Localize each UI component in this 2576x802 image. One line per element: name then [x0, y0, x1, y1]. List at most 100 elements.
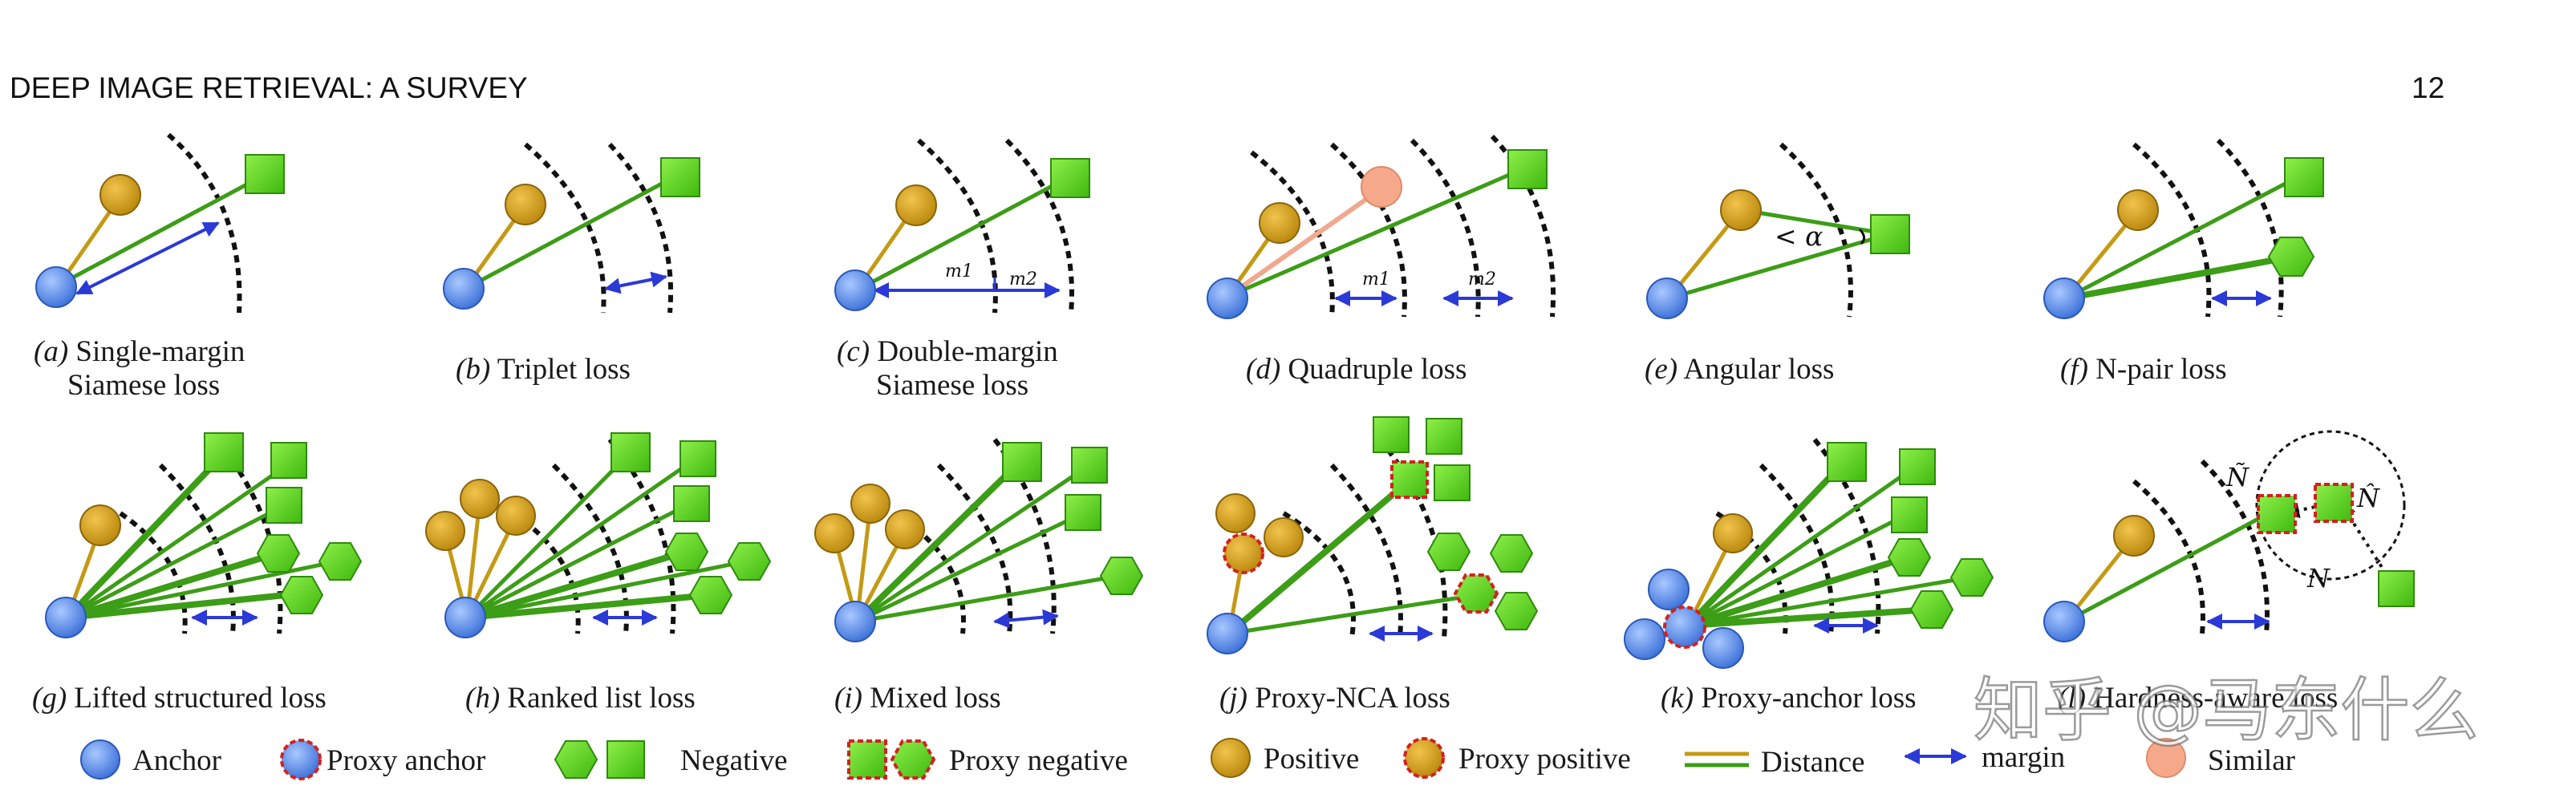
positive-node: [885, 509, 925, 549]
positive-node: [1713, 513, 1753, 553]
positive-node: [496, 496, 536, 536]
label-m1: m1: [945, 261, 973, 282]
panel-a-caption-2: Siamese loss: [67, 369, 220, 402]
anchor-node: [1624, 618, 1665, 660]
panel-e-letter: e: [1654, 353, 1667, 386]
svg-text:(d) Quadruple loss: (d) Quadruple loss: [1246, 353, 1466, 386]
negative-node: [611, 432, 651, 472]
negative-node: [1507, 149, 1548, 189]
anchor-node: [443, 268, 485, 310]
panel-l-caption: Hardness-aware loss: [2093, 682, 2338, 715]
positive-node: [1215, 493, 1256, 533]
panel-l-letter: l: [2067, 682, 2075, 715]
legend-negative-hex-swatch: [554, 740, 598, 779]
negative-node: [1065, 494, 1101, 531]
negative-node: [1373, 416, 1410, 453]
panel-d-caption: Quadruple loss: [1288, 353, 1466, 386]
label-n-hat: N̂: [2356, 483, 2380, 513]
positive-node: [1264, 517, 1304, 557]
negative-node: [1426, 418, 1462, 455]
panel-j: (j) Proxy-NCA loss: [1207, 416, 1539, 715]
positive-node: [79, 504, 121, 546]
negative-hex-node: [2267, 237, 2315, 277]
anchor-node: [834, 601, 876, 642]
positive-node: [425, 511, 465, 551]
angle-label: < α: [1775, 221, 1823, 252]
label-m2: m2: [1009, 269, 1037, 290]
negative-hex-node: [1887, 538, 1932, 577]
negative-hex-node: [1494, 592, 1539, 630]
negative-node: [204, 432, 244, 472]
similar-node: [1361, 166, 1402, 208]
augmented-negative-node: [2314, 483, 2354, 523]
legend-distance-label: Distance: [1761, 746, 1864, 779]
positive-node: [505, 184, 546, 225]
legend-similar-swatch: [2146, 738, 2186, 778]
panel-a-caption: Single-margin: [75, 335, 245, 368]
positive-node: [2113, 515, 2155, 557]
negative-hex-node: [318, 542, 363, 581]
negative-node: [270, 442, 307, 479]
positive-node: [99, 174, 141, 216]
anchor-node: [1702, 627, 1744, 669]
panel-h: (h) Ranked list loss: [425, 432, 772, 715]
legend-proxy-positive-swatch: [1403, 737, 1445, 779]
panel-k: (k) Proxy-anchor loss: [1624, 438, 1994, 715]
svg-text:(a) Single-margin: (a) Single-margin: [34, 335, 245, 368]
svg-text:(j) Proxy-NCA loss: (j) Proxy-NCA loss: [1219, 682, 1450, 715]
negative-hex-node: [688, 576, 733, 614]
anchor-node: [1207, 277, 1248, 319]
negative-hex-node: [1489, 534, 1534, 573]
positive-node: [1720, 189, 1762, 231]
anchor-node: [2043, 601, 2085, 642]
panel-j-letter: j: [1226, 682, 1237, 715]
synthetic-negative-node: [2257, 494, 2297, 534]
legend-positive-swatch: [1211, 738, 1251, 778]
panel-d-letter: d: [1256, 353, 1271, 386]
panel-f: (f) N-pair loss: [2043, 138, 2324, 386]
anchor-node: [444, 597, 486, 638]
negative-node: [1899, 448, 1936, 485]
label-m2: m2: [1468, 269, 1496, 290]
proxy-negative-node: [1390, 460, 1429, 499]
proxy-anchor-node: [1663, 606, 1706, 649]
negative-hex-node: [1099, 557, 1144, 595]
panel-i-caption: Mixed loss: [870, 682, 1000, 715]
svg-text:(f) N-pair loss: (f) N-pair loss: [2060, 353, 2227, 386]
proxy-negative-hex-node: [1453, 573, 1499, 614]
negative-node: [660, 157, 700, 197]
negative-node: [2378, 570, 2415, 607]
negative-node: [1827, 442, 1867, 482]
negative-node: [673, 485, 710, 522]
panel-e: < α (e) Angular loss: [1645, 142, 1910, 386]
watermark: 知乎 @马东什么: [1974, 670, 2478, 751]
anchor-node: [35, 266, 77, 308]
legend-proxy-anchor-label: Proxy anchor: [327, 744, 485, 777]
panel-e-caption: Angular loss: [1683, 353, 1834, 386]
page-number: 12: [2412, 71, 2444, 104]
panel-l: Ñ N̂ N (l) Hardness-aware loss: [2043, 430, 2415, 715]
panel-h-caption: Ranked list loss: [507, 682, 695, 715]
panel-b-caption: Triplet loss: [497, 353, 631, 386]
svg-text:(c) Double-margin: (c) Double-margin: [837, 335, 1058, 368]
panel-b: (b) Triplet loss: [443, 142, 700, 386]
negative-node: [1891, 496, 1928, 533]
panel-c-letter: c: [846, 335, 860, 368]
panel-i: (i) Mixed loss: [814, 438, 1144, 715]
panel-h-letter: h: [475, 682, 490, 715]
running-title: DEEP IMAGE RETRIEVAL: A SURVEY: [10, 71, 528, 104]
negative-node: [1002, 442, 1042, 482]
anchor-node: [1648, 569, 1690, 610]
legend-proxy-anchor-swatch: [280, 739, 322, 780]
negative-hex-node: [1909, 590, 1954, 629]
negative-node: [1071, 447, 1108, 484]
negative-node: [245, 154, 285, 194]
panel-c-caption: Double-margin: [877, 335, 1057, 368]
panel-g: (g) Lifted structured loss: [32, 432, 363, 715]
legend: Anchor Proxy anchor Negative Proxy negat…: [80, 737, 2295, 780]
positive-node: [814, 513, 854, 553]
svg-text:(b) Triplet loss: (b) Triplet loss: [456, 353, 631, 386]
label-n: N: [2306, 563, 2331, 593]
negative-hex-node: [1949, 558, 1994, 597]
